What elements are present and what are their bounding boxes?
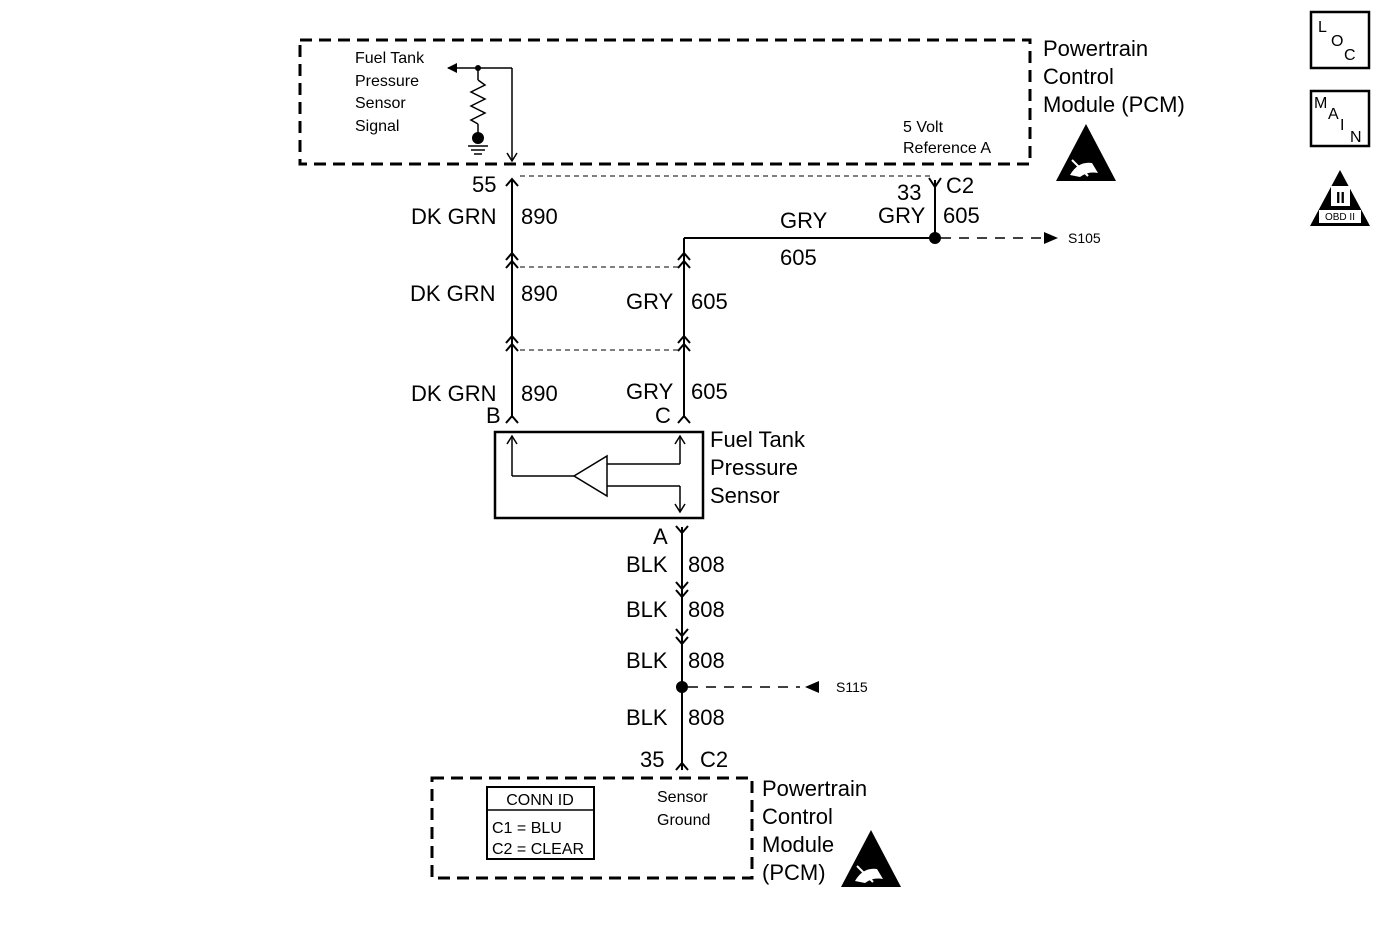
svg-text:II: II xyxy=(1336,190,1345,207)
pcm-bottom-box xyxy=(430,776,754,880)
wire-605-top-circuit: 605 xyxy=(943,203,980,228)
wire-605 xyxy=(677,177,1058,424)
splice-s105-dot xyxy=(929,232,941,244)
signal-label-4: Signal xyxy=(355,118,399,135)
wire-890-color-3: DK GRN xyxy=(411,381,497,406)
svg-text:L: L xyxy=(1318,19,1327,36)
wire-808-circuit-1: 808 xyxy=(688,552,725,577)
connector-c2-top-label: C2 xyxy=(946,173,974,198)
pcm-top-title-3: Module (PCM) xyxy=(1043,92,1185,117)
wire-890-circuit-3: 890 xyxy=(521,381,558,406)
signal-label-2: Pressure xyxy=(355,73,419,90)
signal-label-3: Sensor xyxy=(355,95,406,112)
wire-808-circuit-3: 808 xyxy=(688,648,725,673)
splice-s115-dot xyxy=(676,681,688,693)
pin-35-label: 35 xyxy=(640,747,664,772)
wire-890-circuit-1: 890 xyxy=(521,204,558,229)
svg-text:N: N xyxy=(1350,129,1362,146)
svg-text:A: A xyxy=(1328,106,1339,123)
signal-label-1: Fuel Tank xyxy=(355,50,425,67)
wire-808 xyxy=(675,525,819,771)
pcm-bottom-title-2: Control xyxy=(762,804,833,829)
main-icon[interactable]: M A I N xyxy=(1309,89,1371,148)
sensor-pin-b-label: B xyxy=(486,403,501,428)
wire-808-color-1: BLK xyxy=(626,552,668,577)
pull-down-resistor xyxy=(447,63,518,163)
wire-808-circuit-2: 808 xyxy=(688,597,725,622)
splice-s105-label: S105 xyxy=(1068,230,1101,246)
reference-label-1: 5 Volt xyxy=(903,119,944,136)
wire-890-circuit-2: 890 xyxy=(521,281,558,306)
sensor-name-3: Sensor xyxy=(710,483,780,508)
esd-warning-icon-bottom xyxy=(841,830,901,887)
pcm-top: Powertrain Control Module (PCM) Fuel Tan… xyxy=(298,36,1185,181)
splice-s115-label: S115 xyxy=(836,679,868,695)
fuel-tank-pressure-sensor xyxy=(493,430,705,520)
obd-ii-icon[interactable]: II OBD II xyxy=(1310,170,1370,226)
reference-label-2: Reference A xyxy=(903,140,991,157)
ground-label-1: Sensor xyxy=(657,789,708,806)
wire-808-circuit-4: 808 xyxy=(688,705,725,730)
wire-605-color-2: GRY xyxy=(626,289,674,314)
wire-605-circuit-3: 605 xyxy=(691,379,728,404)
sensor-pin-c-label: C xyxy=(655,403,671,428)
wire-890-color-1: DK GRN xyxy=(411,204,497,229)
loc-icon[interactable]: L O C xyxy=(1309,10,1371,70)
wire-605-circuit-2: 605 xyxy=(691,289,728,314)
conn-id-table: CONN ID C1 = BLU C2 = CLEAR xyxy=(486,786,595,860)
wire-605-branch-circuit: 605 xyxy=(780,245,817,270)
wire-808-color-2: BLK xyxy=(626,597,668,622)
svg-text:C: C xyxy=(1344,47,1356,64)
wire-605-branch-color: GRY xyxy=(780,208,828,233)
svg-text:I: I xyxy=(1340,117,1344,134)
connector-c2-bottom-label: C2 xyxy=(700,747,728,772)
pin-55-label: 55 xyxy=(472,172,496,197)
wire-890-color-2: DK GRN xyxy=(410,281,496,306)
conn-id-row-c1: C1 = BLU xyxy=(492,820,562,837)
sensor-pin-a-label: A xyxy=(653,524,668,549)
pcm-bottom: CONN ID C1 = BLU C2 = CLEAR Sensor Groun… xyxy=(430,776,901,887)
svg-text:O: O xyxy=(1331,33,1343,50)
pcm-bottom-title-1: Powertrain xyxy=(762,776,867,801)
pcm-top-title-2: Control xyxy=(1043,64,1114,89)
esd-warning-icon xyxy=(1056,124,1116,181)
pin-33-label: 33 xyxy=(897,180,921,205)
wire-890 xyxy=(505,177,519,424)
pcm-bottom-title-3: Module xyxy=(762,832,834,857)
ground-label-2: Ground xyxy=(657,812,710,829)
wire-605-top-color: GRY xyxy=(878,203,926,228)
wire-605-color-3: GRY xyxy=(626,379,674,404)
pcm-top-box xyxy=(298,38,1032,166)
svg-text:M: M xyxy=(1314,95,1327,112)
sensor-name-2: Pressure xyxy=(710,455,798,480)
conn-id-row-c2: C2 = CLEAR xyxy=(492,841,584,858)
pcm-bottom-title-4: (PCM) xyxy=(762,860,826,885)
conn-id-header: CONN ID xyxy=(506,792,574,809)
svg-text:OBD II: OBD II xyxy=(1325,212,1355,223)
pcm-top-title-1: Powertrain xyxy=(1043,36,1148,61)
amplifier-icon xyxy=(572,454,608,498)
sensor-name-1: Fuel Tank xyxy=(710,427,806,452)
sensor-box xyxy=(493,430,705,520)
wire-808-color-4: BLK xyxy=(626,705,668,730)
wire-808-color-3: BLK xyxy=(626,648,668,673)
